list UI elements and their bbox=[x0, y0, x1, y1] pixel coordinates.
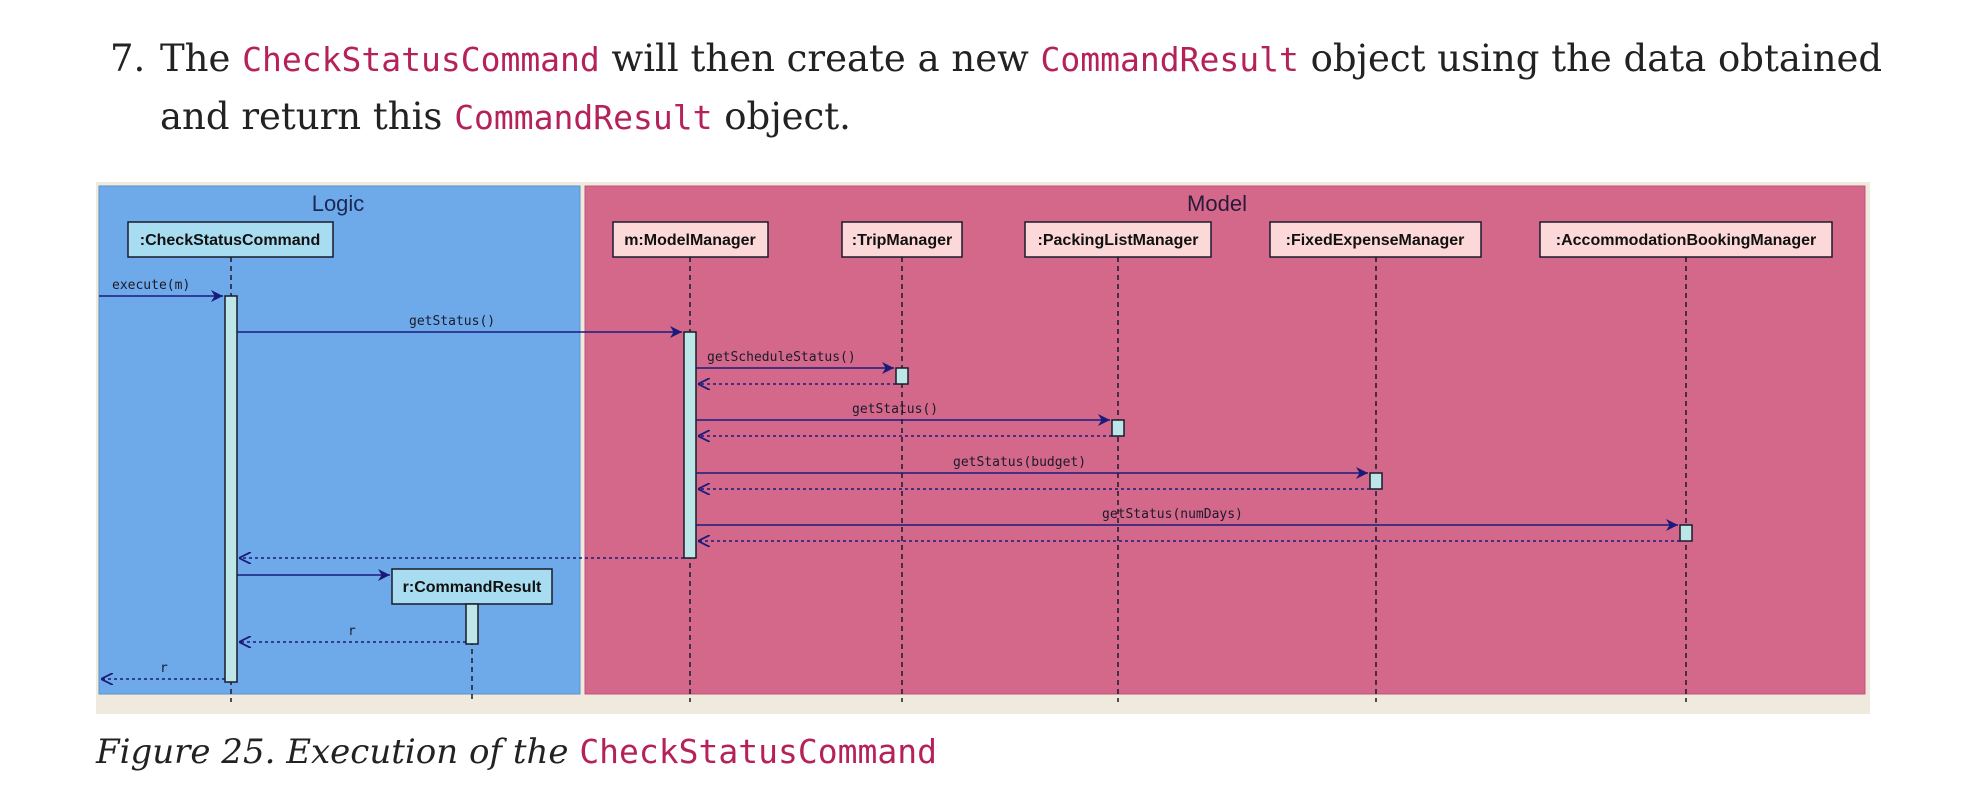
activation-check-status-command bbox=[224, 295, 238, 683]
step-number: 7. bbox=[110, 37, 146, 80]
caption-text: Figure 25. Execution of the bbox=[96, 732, 580, 772]
step-text: The CheckStatusCommand will then create … bbox=[160, 30, 1900, 146]
activation-model-manager bbox=[683, 331, 697, 559]
message-get-schedule-status: getScheduleStatus() bbox=[707, 350, 856, 365]
message-return-r1: r bbox=[348, 624, 356, 639]
participant-fixed-expense-manager-box bbox=[1269, 221, 1482, 258]
model-box bbox=[584, 185, 1866, 695]
message-get-status: getStatus() bbox=[409, 314, 495, 329]
participant-fixed-expense-manager: :FixedExpenseManager bbox=[1286, 232, 1465, 249]
activation-packing-list-manager bbox=[1111, 419, 1125, 437]
activation-command-result bbox=[465, 603, 479, 645]
message-get-status-packing: getStatus() bbox=[852, 402, 938, 417]
participant-accommodation-booking-manager: :AccommodationBookingManager bbox=[1556, 232, 1816, 249]
activation-trip-manager bbox=[895, 367, 909, 385]
participant-trip-manager: :TripManager bbox=[852, 232, 952, 249]
code-check-status-command: CheckStatusCommand bbox=[242, 40, 600, 79]
sequence-diagram: Logic Model :CheckStatusCommand m:ModelM… bbox=[98, 185, 1866, 702]
logic-box-title: Logic bbox=[312, 191, 365, 216]
code-command-result-2: CommandResult bbox=[454, 98, 713, 137]
code-command-result-1: CommandResult bbox=[1040, 40, 1299, 79]
sequence-diagram-figure: Logic Model :CheckStatusCommand m:ModelM… bbox=[96, 182, 1870, 714]
message-return-r2: r bbox=[160, 661, 168, 676]
participant-model-manager: m:ModelManager bbox=[624, 232, 756, 249]
message-execute: execute(m) bbox=[112, 278, 190, 293]
step-text-1: The bbox=[160, 37, 243, 80]
activation-fixed-expense-manager bbox=[1369, 472, 1383, 490]
step-text-4: object. bbox=[712, 95, 851, 138]
message-get-status-budget: getStatus(budget) bbox=[953, 455, 1086, 470]
step-text-3: object using the data obtained and retur… bbox=[160, 37, 1883, 138]
participant-model-manager-box bbox=[612, 221, 769, 258]
logic-box bbox=[98, 185, 581, 695]
caption-code: CheckStatusCommand bbox=[579, 732, 937, 771]
participant-command-result-box bbox=[391, 568, 553, 605]
participant-packing-list-manager: :PackingListManager bbox=[1038, 232, 1199, 249]
participant-check-status-command: :CheckStatusCommand bbox=[140, 232, 320, 249]
participant-packing-list-manager-box bbox=[1024, 221, 1212, 258]
participant-command-result: r:CommandResult bbox=[403, 579, 542, 596]
participant-trip-manager-box bbox=[841, 221, 963, 258]
model-box-title: Model bbox=[1187, 191, 1247, 216]
participant-accommodation-booking-manager-box bbox=[1539, 221, 1833, 258]
message-get-status-num-days: getStatus(numDays) bbox=[1102, 507, 1243, 522]
activation-accommodation-booking-manager bbox=[1679, 524, 1693, 542]
participant-check-status-command-box bbox=[127, 221, 334, 258]
figure-caption: Figure 25. Execution of the CheckStatusC… bbox=[96, 732, 937, 772]
step-text-2: will then create a new bbox=[599, 37, 1041, 80]
